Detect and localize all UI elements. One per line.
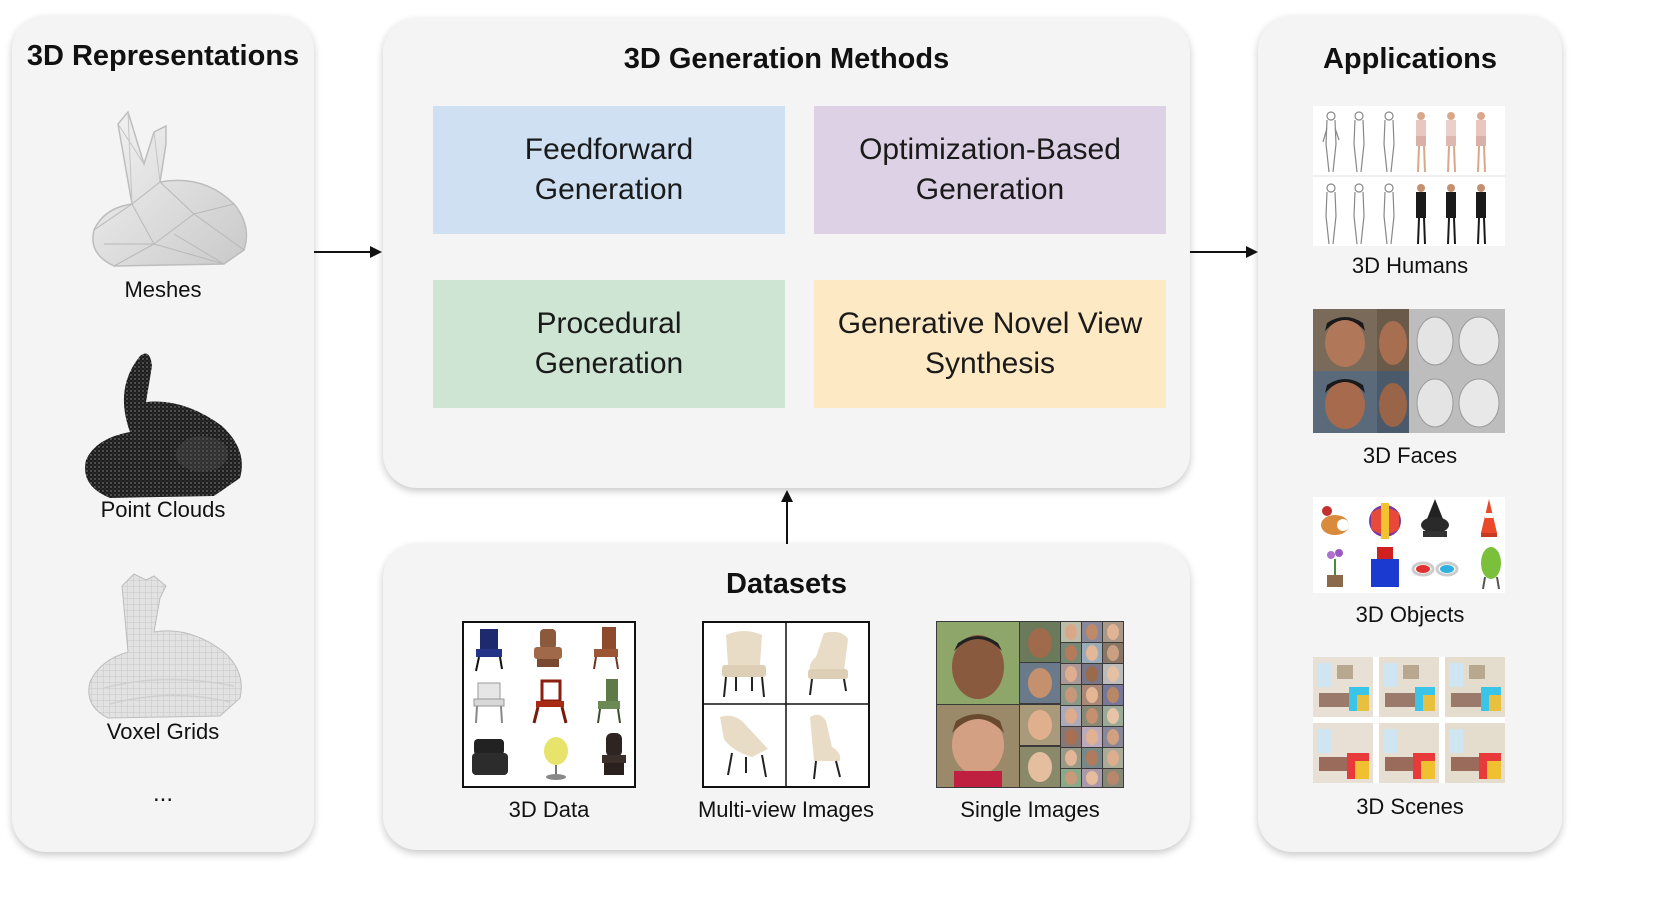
representation-label-meshes: Meshes [124,277,202,302]
application-label-3d-faces: 3D Faces [1362,443,1458,468]
applications-panel: Applications 3D Humans 3D F [1258,16,1562,852]
dataset-label-3d-data: 3D Data [508,797,590,822]
datasets-panel: Datasets 3D Data Multi-view Imag [383,544,1190,850]
datasets-title: Datasets [726,568,847,600]
method-procedural-generation: Procedural Generation [433,280,785,408]
methods-title: 3D Generation Methods [623,43,950,75]
mesh-bunny-image [92,110,248,267]
point-cloud-bunny-image [85,353,242,498]
arrow-datasets-to-methods [781,490,793,544]
voxel-bunny-image [88,573,242,719]
methods-panel: 3D Generation Methods Feedforward Genera… [383,18,1190,488]
representations-panel: 3D Representations Meshes Point Clouds [12,16,314,852]
3d-faces-image [1313,309,1505,433]
representation-more-ellipsis: ... [152,780,173,807]
3d-humans-image [1313,106,1505,246]
3d-scenes-image [1313,657,1505,783]
arrow-representations-to-methods [314,246,382,258]
representations-title: 3D Representations [26,40,300,72]
3d-objects-image [1313,497,1505,593]
method-feedforward-generation: Feedforward Generation [433,106,785,234]
application-label-3d-scenes: 3D Scenes [1356,794,1464,819]
arrow-methods-to-applications [1190,246,1258,258]
representation-label-point-clouds: Point Clouds [100,497,226,522]
method-optimization-based-generation: Optimization-Based Generation [814,106,1166,234]
application-label-3d-humans: 3D Humans [1351,253,1469,278]
representation-label-voxel-grids: Voxel Grids [106,719,220,744]
applications-title: Applications [1322,43,1497,75]
application-label-3d-objects: 3D Objects [1355,602,1465,627]
multi-view-images-image [702,621,870,788]
method-generative-novel-view-synthesis: Generative Novel View Synthesis [814,280,1166,408]
dataset-label-multi-view-images: Multi-view Images [697,797,875,822]
3d-data-chairs-image [462,621,636,788]
single-images-faces-image [936,621,1124,788]
dataset-label-single-images: Single Images [960,797,1100,822]
